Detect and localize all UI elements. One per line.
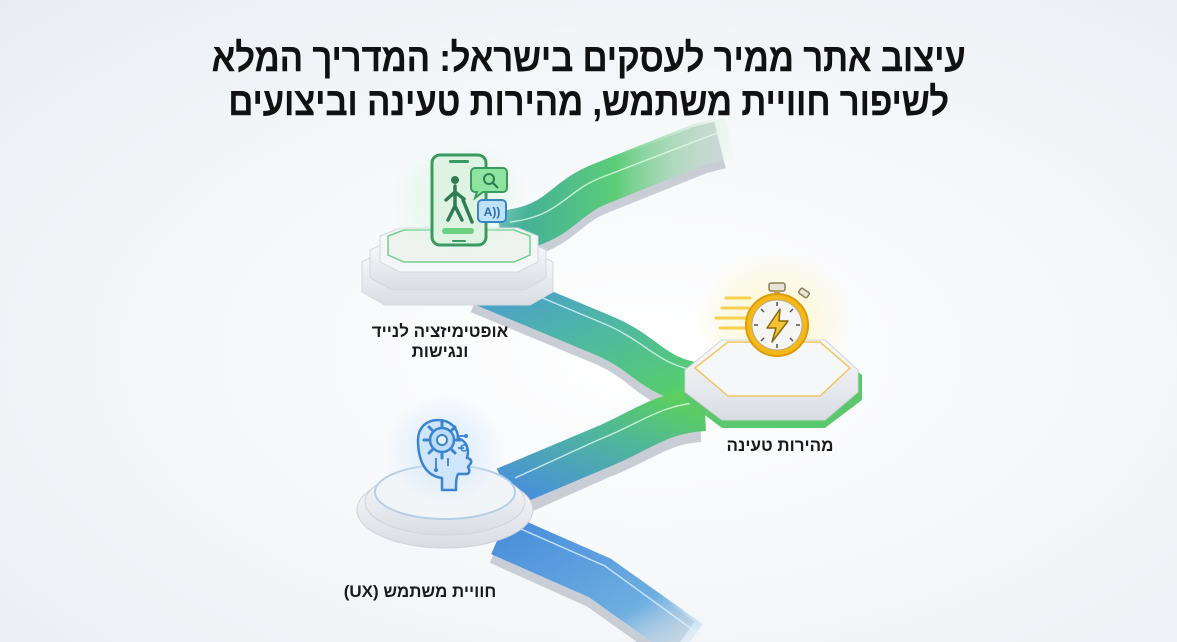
speed-label-line-1: מהירות טעינה [726, 436, 834, 455]
ux-step-label: חוויית משתמש (UX) [320, 582, 520, 602]
smartphone-accessibility-icon: A)) [430, 153, 508, 247]
mobile-label-line-2: ונגישות [411, 342, 469, 361]
ux-step-platform [356, 395, 534, 549]
mobile-step-label: אופטימיזציה לנייד ונגישות [340, 322, 540, 362]
mobile-label-line-1: אופטימיזציה לנייד [371, 322, 509, 341]
stopwatch-lightning-icon [714, 282, 810, 357]
title-line-1: עיצוב אתר ממיר לעסקים בישראל: המדריך המל… [211, 36, 966, 80]
svg-text:A)): A)) [484, 205, 501, 219]
page-title: עיצוב אתר ממיר לעסקים בישראל: המדריך המל… [0, 36, 1177, 124]
ux-label-line-1: חוויית משתמש (UX) [343, 582, 497, 601]
speed-step-platform [684, 250, 862, 428]
title-line-2: לשיפור חוויית משתמש, מהירות טעינה וביצוע… [228, 80, 949, 124]
speed-step-label: מהירות טעינה [700, 436, 860, 456]
brain-gear-head-icon [416, 418, 473, 492]
